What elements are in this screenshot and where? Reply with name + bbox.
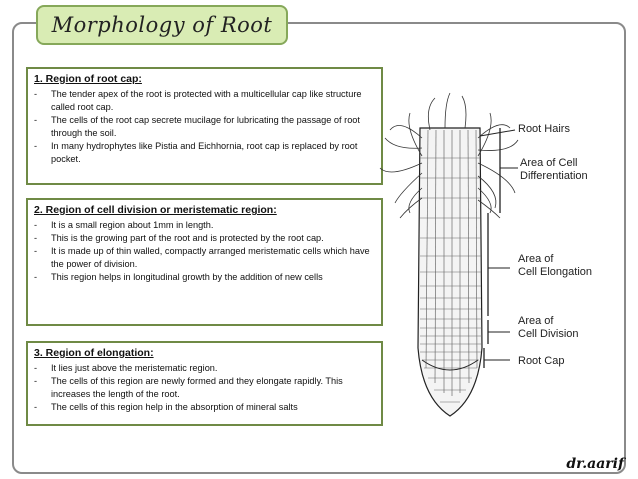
bullet-list: It is a small region about 1mm in length… <box>34 219 375 284</box>
region-brackets <box>483 128 501 368</box>
bullet-item: This is the growing part of the root and… <box>34 232 375 245</box>
cell-rows <box>420 157 482 403</box>
label-root-cap: Root Cap <box>518 355 564 367</box>
page-title: Morphology of Root <box>51 13 273 37</box>
bullet-list: It lies just above the meristematic regi… <box>34 362 375 414</box>
section-heading: 3. Region of elongation: <box>34 347 154 359</box>
section-elongation: 3. Region of elongation: It lies just ab… <box>26 341 383 426</box>
label-division-2: Cell Division <box>518 328 579 340</box>
root-cap-shape <box>421 359 479 371</box>
bullet-list: The tender apex of the root is protected… <box>34 88 375 166</box>
bullet-item: The cells of the root cap secrete mucila… <box>34 114 375 140</box>
bullet-item: It is a small region about 1mm in length… <box>34 219 375 232</box>
label-pointers <box>479 129 518 361</box>
root-hairs <box>379 92 519 219</box>
label-elongation-2: Cell Elongation <box>518 266 592 278</box>
slide-frame <box>12 22 626 474</box>
title-banner: Morphology of Root <box>36 5 288 45</box>
label-differentiation-1: Area of Cell <box>520 157 577 169</box>
cell-grid <box>425 129 478 396</box>
section-meristematic: 2. Region of cell division or meristemat… <box>26 198 383 326</box>
bullet-item: The cells of this region are newly forme… <box>34 375 375 401</box>
label-differentiation-2: Differentiation <box>520 170 588 182</box>
label-elongation-1: Area of <box>518 253 554 265</box>
label-division-1: Area of <box>518 315 554 327</box>
label-root-hairs: Root Hairs <box>518 123 570 135</box>
bullet-item: This region helps in longitudinal growth… <box>34 271 375 284</box>
root-diagram: Root Hairs Area of Cell Differentiation … <box>379 92 592 417</box>
section-heading: 2. Region of cell division or meristemat… <box>34 204 277 216</box>
bullet-item: The tender apex of the root is protected… <box>34 88 375 114</box>
bullet-item: It is made up of thin walled, compactly … <box>34 245 375 271</box>
author-signature: dr.aarif <box>566 456 624 472</box>
bullet-item: It lies just above the meristematic regi… <box>34 362 375 375</box>
section-heading: 1. Region of root cap: <box>34 73 142 85</box>
bullet-item: The cells of this region help in the abs… <box>34 401 375 414</box>
bullet-item: In many hydrophytes like Pistia and Eich… <box>34 140 375 166</box>
section-root-cap: 1. Region of root cap: The tender apex o… <box>26 67 383 185</box>
